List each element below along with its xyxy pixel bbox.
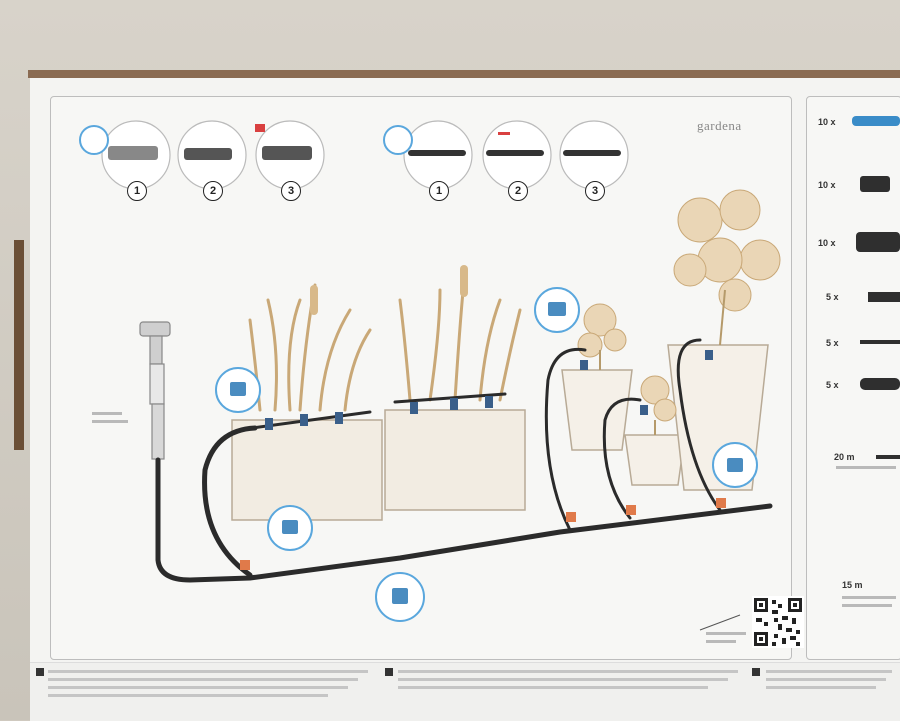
side-text-line (842, 604, 892, 607)
part-qty-5: 5 x (826, 338, 839, 348)
lang-marker (752, 668, 760, 676)
step-number-right-1: 1 (429, 181, 449, 201)
connectors (240, 498, 726, 570)
part-qty-6: 5 x (826, 380, 839, 390)
illustration-panel (50, 96, 792, 660)
footer-text-line (398, 678, 728, 681)
qr-caption-line (706, 632, 746, 635)
tap-caption-line (92, 412, 122, 415)
footer-text-line (398, 670, 738, 673)
side-text-line (842, 596, 896, 599)
planter-box-2 (384, 409, 526, 511)
footer-text-line (48, 670, 368, 673)
footer-text-line (48, 686, 348, 689)
part-qty-1: 10 x (818, 117, 836, 127)
footer-text-line (766, 670, 892, 673)
part-qty-7: 20 m (834, 452, 855, 462)
qr-code (752, 596, 804, 648)
drippers (265, 350, 713, 430)
footer-text-line (398, 686, 708, 689)
flowers (577, 189, 781, 422)
footer-text-line (766, 678, 886, 681)
box-edge (28, 70, 900, 78)
step-number-right-3: 3 (585, 181, 605, 201)
step-number-left-2: 2 (203, 181, 223, 201)
part-qty-8: 15 m (842, 580, 863, 590)
footer-text-line (48, 694, 328, 697)
brand-mark: gardena (697, 118, 742, 133)
info-badges (79, 125, 758, 622)
step-number-left-1: 1 (127, 181, 147, 201)
box-side-shadow (14, 240, 24, 450)
step-number-right-2: 2 (508, 181, 528, 201)
parts-icons (852, 116, 900, 459)
side-text-line (836, 466, 896, 469)
part-qty-2: 10 x (818, 180, 836, 190)
part-qty-4: 5 x (826, 292, 839, 302)
planter-box-1 (231, 419, 383, 521)
lang-marker (36, 668, 44, 676)
grass-plants (248, 268, 522, 412)
lang-marker (385, 668, 393, 676)
qr-caption-line (706, 640, 736, 643)
water-tap (139, 321, 171, 460)
step-number-left-3: 3 (281, 181, 301, 201)
footer-text-line (766, 686, 876, 689)
footer-text-line (48, 678, 358, 681)
main-hose (155, 425, 773, 583)
tap-caption-line (92, 420, 128, 423)
part-qty-3: 10 x (818, 238, 836, 248)
